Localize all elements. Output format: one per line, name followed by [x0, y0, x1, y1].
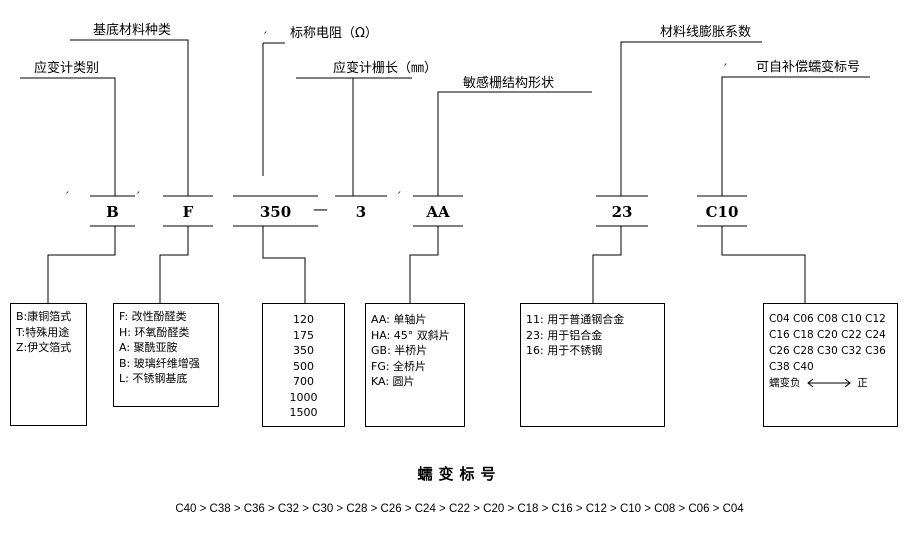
option-row: C16 C18 C20 C22 C24 — [769, 329, 886, 341]
option-row: 16: 用于不锈钢 — [526, 344, 603, 357]
option-row: Z:伊文箔式 — [16, 341, 72, 354]
label-substrate-material: 基底材料种类 — [93, 23, 172, 38]
leader-type — [20, 77, 116, 196]
option-row: F: 改性酚醛类 — [119, 310, 187, 323]
leader-coeff — [620, 41, 762, 196]
code-length: 3 — [355, 203, 367, 221]
drop-substrate — [159, 226, 189, 303]
option-row: 1000 — [289, 390, 318, 404]
label-nominal-resistance: 标称电阻（Ω） — [290, 26, 378, 41]
code-coeff: 23 — [611, 203, 633, 221]
option-row: 500 — [293, 359, 314, 373]
creep-negative-label: 蠕变负 — [769, 377, 801, 389]
option-row: A: 聚酰亚胺 — [119, 341, 178, 354]
option-row: 350 — [293, 344, 314, 357]
box-resistance: 120 175 350 500 700 1000 1500 — [262, 303, 345, 427]
box-substrate: F: 改性酚醛类 H: 环氧酚醛类 A: 聚酰亚胺 B: 玻璃纤维增强 L: 不… — [113, 303, 219, 407]
option-row: FG: 全桥片 — [371, 359, 427, 373]
option-row: HA: 45° 双斜片 — [371, 328, 450, 342]
double-arrow-icon — [807, 378, 851, 388]
leader-creep — [721, 76, 870, 196]
tick-mark: ˊ — [135, 190, 141, 203]
leader-shape — [437, 91, 592, 196]
creep-direction-row: 蠕变负 正 — [769, 375, 892, 391]
label-expansion-coeff: 材料线膨胀系数 — [660, 25, 752, 40]
code-separator: — — [313, 200, 328, 218]
label-creep-code: 可自补偿蠕变标号 — [756, 60, 861, 75]
leader-substrate — [70, 39, 189, 196]
drop-coeff — [592, 226, 622, 303]
option-row: 23: 用于铝合金 — [526, 328, 603, 342]
option-row: B:康铜箔式 — [16, 310, 72, 323]
code-type: B — [106, 203, 119, 221]
box-gauge-type: B:康铜箔式 T:特殊用途 Z:伊文箔式 — [10, 303, 87, 426]
option-row: 120 — [293, 313, 314, 326]
tick-mark: ˊ — [262, 30, 268, 43]
code-substrate: F — [182, 203, 194, 221]
option-row: C38 C40 — [769, 361, 814, 373]
option-row: 1500 — [289, 406, 318, 419]
tick-mark: ˊ — [396, 190, 402, 203]
box-grid-shape: AA: 单轴片 HA: 45° 双斜片 GB: 半桥片 FG: 全桥片 KA: … — [365, 303, 465, 427]
option-row: C04 C06 C08 C10 C12 — [769, 313, 886, 325]
label-grid-length: 应变计栅长（㎜） — [333, 61, 438, 76]
creep-code-order: C40 > C38 > C36 > C32 > C30 > C28 > C26 … — [175, 503, 744, 515]
drop-shape — [409, 226, 439, 303]
label-strain-gauge-type: 应变计类别 — [34, 61, 100, 76]
code-creep: C10 — [705, 203, 739, 221]
option-row: H: 环氧酚醛类 — [119, 325, 190, 339]
drop-resistance — [262, 226, 306, 303]
creep-positive-label: 正 — [857, 377, 868, 389]
label-grid-shape: 敏感栅结构形状 — [463, 76, 555, 91]
drop-type — [47, 226, 116, 303]
option-row: KA: 圆片 — [371, 375, 415, 388]
code-resistance: 350 — [259, 203, 292, 221]
box-creep-code: C04 C06 C08 C10 C12 C16 C18 C20 C22 C24 … — [763, 303, 898, 427]
tick-mark: ˊ — [722, 62, 728, 75]
option-row: AA: 单轴片 — [371, 313, 427, 326]
option-row: GB: 半桥片 — [371, 344, 428, 357]
option-row: L: 不锈钢基底 — [119, 372, 188, 385]
option-row: C26 C28 C30 C32 C36 — [769, 345, 886, 357]
creep-code-title: 蠕变标号 — [417, 465, 502, 483]
option-row: 11: 用于普通钢合金 — [526, 313, 625, 326]
code-shape: AA — [426, 203, 450, 221]
box-expansion-coeff: 11: 用于普通钢合金 23: 用于铝合金 16: 用于不锈钢 — [520, 303, 665, 427]
drop-creep — [721, 226, 806, 303]
option-row: 700 — [293, 375, 314, 388]
tick-mark: ˊ — [64, 190, 70, 203]
option-row: B: 玻璃纤维增强 — [119, 356, 200, 370]
option-row: T:特殊用途 — [16, 325, 70, 339]
option-row: 175 — [293, 328, 314, 342]
